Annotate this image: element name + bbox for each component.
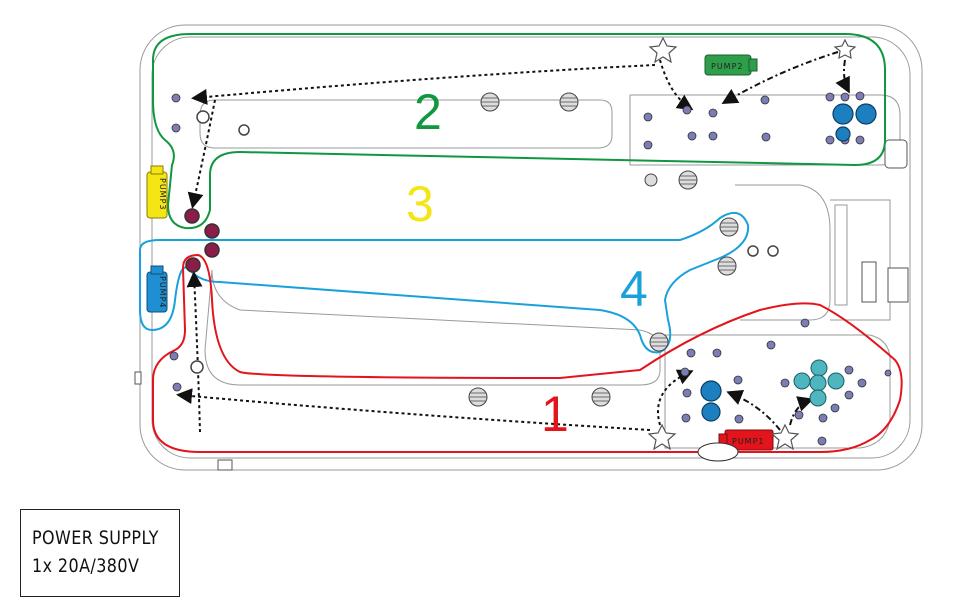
ring-fittings — [190, 110, 779, 374]
rotating-jet — [855, 103, 877, 125]
jet — [855, 135, 865, 145]
rotating-jet — [701, 402, 721, 422]
jet — [884, 369, 892, 377]
jet — [761, 132, 771, 142]
jet — [682, 105, 692, 115]
jet — [643, 112, 653, 122]
zone-2-circuit — [152, 33, 886, 230]
control-panel — [697, 442, 739, 462]
jet — [794, 410, 804, 420]
diverter-valve-star-icon — [770, 423, 800, 451]
pump-3: PUMP3 — [146, 165, 168, 219]
massage-jet — [809, 389, 827, 407]
zone-3-number: 3 — [406, 176, 434, 232]
diverter-valves — [647, 36, 857, 451]
jet — [169, 351, 179, 361]
zone-2-number: 2 — [414, 84, 442, 140]
small-jets — [169, 91, 892, 446]
massage-jet — [793, 372, 811, 390]
neck-jets — [184, 208, 220, 273]
ring-fitting — [747, 245, 759, 257]
suction-cover — [644, 173, 658, 187]
zone-1-number: 1 — [541, 386, 569, 442]
jet — [844, 390, 854, 400]
flow-arrows — [176, 59, 694, 433]
grate-lines — [469, 97, 738, 402]
pump-4: PUMP4 — [146, 265, 168, 313]
jet — [733, 375, 743, 385]
jet — [830, 403, 840, 413]
large-jets — [700, 103, 877, 422]
jet — [844, 365, 854, 375]
jet — [800, 318, 810, 328]
turquoise-jets — [793, 359, 845, 407]
jet — [687, 131, 697, 141]
neck-jet — [185, 257, 201, 273]
jet — [680, 367, 690, 377]
side-fittings — [134, 139, 909, 471]
jet — [818, 413, 828, 423]
zone-4-circuit — [139, 211, 750, 354]
jet — [682, 388, 692, 398]
ring-fitting — [190, 360, 204, 374]
neck-jet — [184, 208, 200, 224]
rotating-jet — [835, 126, 851, 142]
neck-jet — [204, 223, 220, 239]
ring-fitting — [196, 110, 210, 124]
jet — [708, 131, 718, 141]
jet — [840, 92, 850, 102]
jet — [766, 340, 776, 350]
jet — [825, 135, 835, 145]
zone-1-circuit — [152, 253, 903, 453]
jet — [171, 123, 181, 133]
jet — [780, 378, 790, 388]
jet — [857, 378, 867, 388]
diverter-valve-star-icon — [648, 36, 678, 64]
diverter-valve-star-icon — [647, 423, 677, 451]
dash-dot-arrows — [721, 51, 850, 431]
neck-jet — [204, 242, 220, 258]
ring-fitting — [767, 245, 779, 257]
jet — [817, 436, 827, 446]
jet — [172, 382, 182, 392]
power-supply-title: POWER SUPPLY — [32, 527, 159, 549]
jet — [825, 92, 835, 102]
jet — [171, 93, 181, 103]
pump-2: PUMP2 — [704, 54, 758, 76]
jet — [760, 95, 770, 105]
jet — [681, 413, 691, 423]
jet — [643, 140, 653, 150]
massage-jet — [827, 372, 845, 390]
spa-jet-layout-diagram: PUMP1 PUMP2 PUMP3 PUMP4 — [134, 24, 923, 471]
pump-1-label: PUMP1 — [732, 437, 765, 446]
pump-3-label: PUMP3 — [158, 178, 167, 211]
jet — [712, 348, 722, 358]
suction-covers — [468, 92, 739, 407]
ring-fitting — [238, 124, 250, 136]
jet — [855, 91, 865, 101]
jet — [708, 108, 718, 118]
pump-2-label: PUMP2 — [711, 62, 744, 71]
pump-1: PUMP1 — [718, 429, 774, 451]
power-supply-box: POWER SUPPLY 1x 20A/380V — [20, 509, 180, 597]
jet — [686, 348, 696, 358]
jet — [734, 414, 744, 424]
power-supply-spec: 1x 20A/380V — [32, 555, 140, 577]
zone-4-number: 4 — [620, 261, 648, 317]
massage-jet — [809, 374, 827, 392]
pump-4-label: PUMP4 — [158, 276, 167, 309]
massage-jet — [810, 359, 828, 377]
diverter-valve-star-icon — [833, 38, 857, 60]
rotating-jet — [700, 380, 722, 402]
rotating-jet — [832, 103, 854, 125]
